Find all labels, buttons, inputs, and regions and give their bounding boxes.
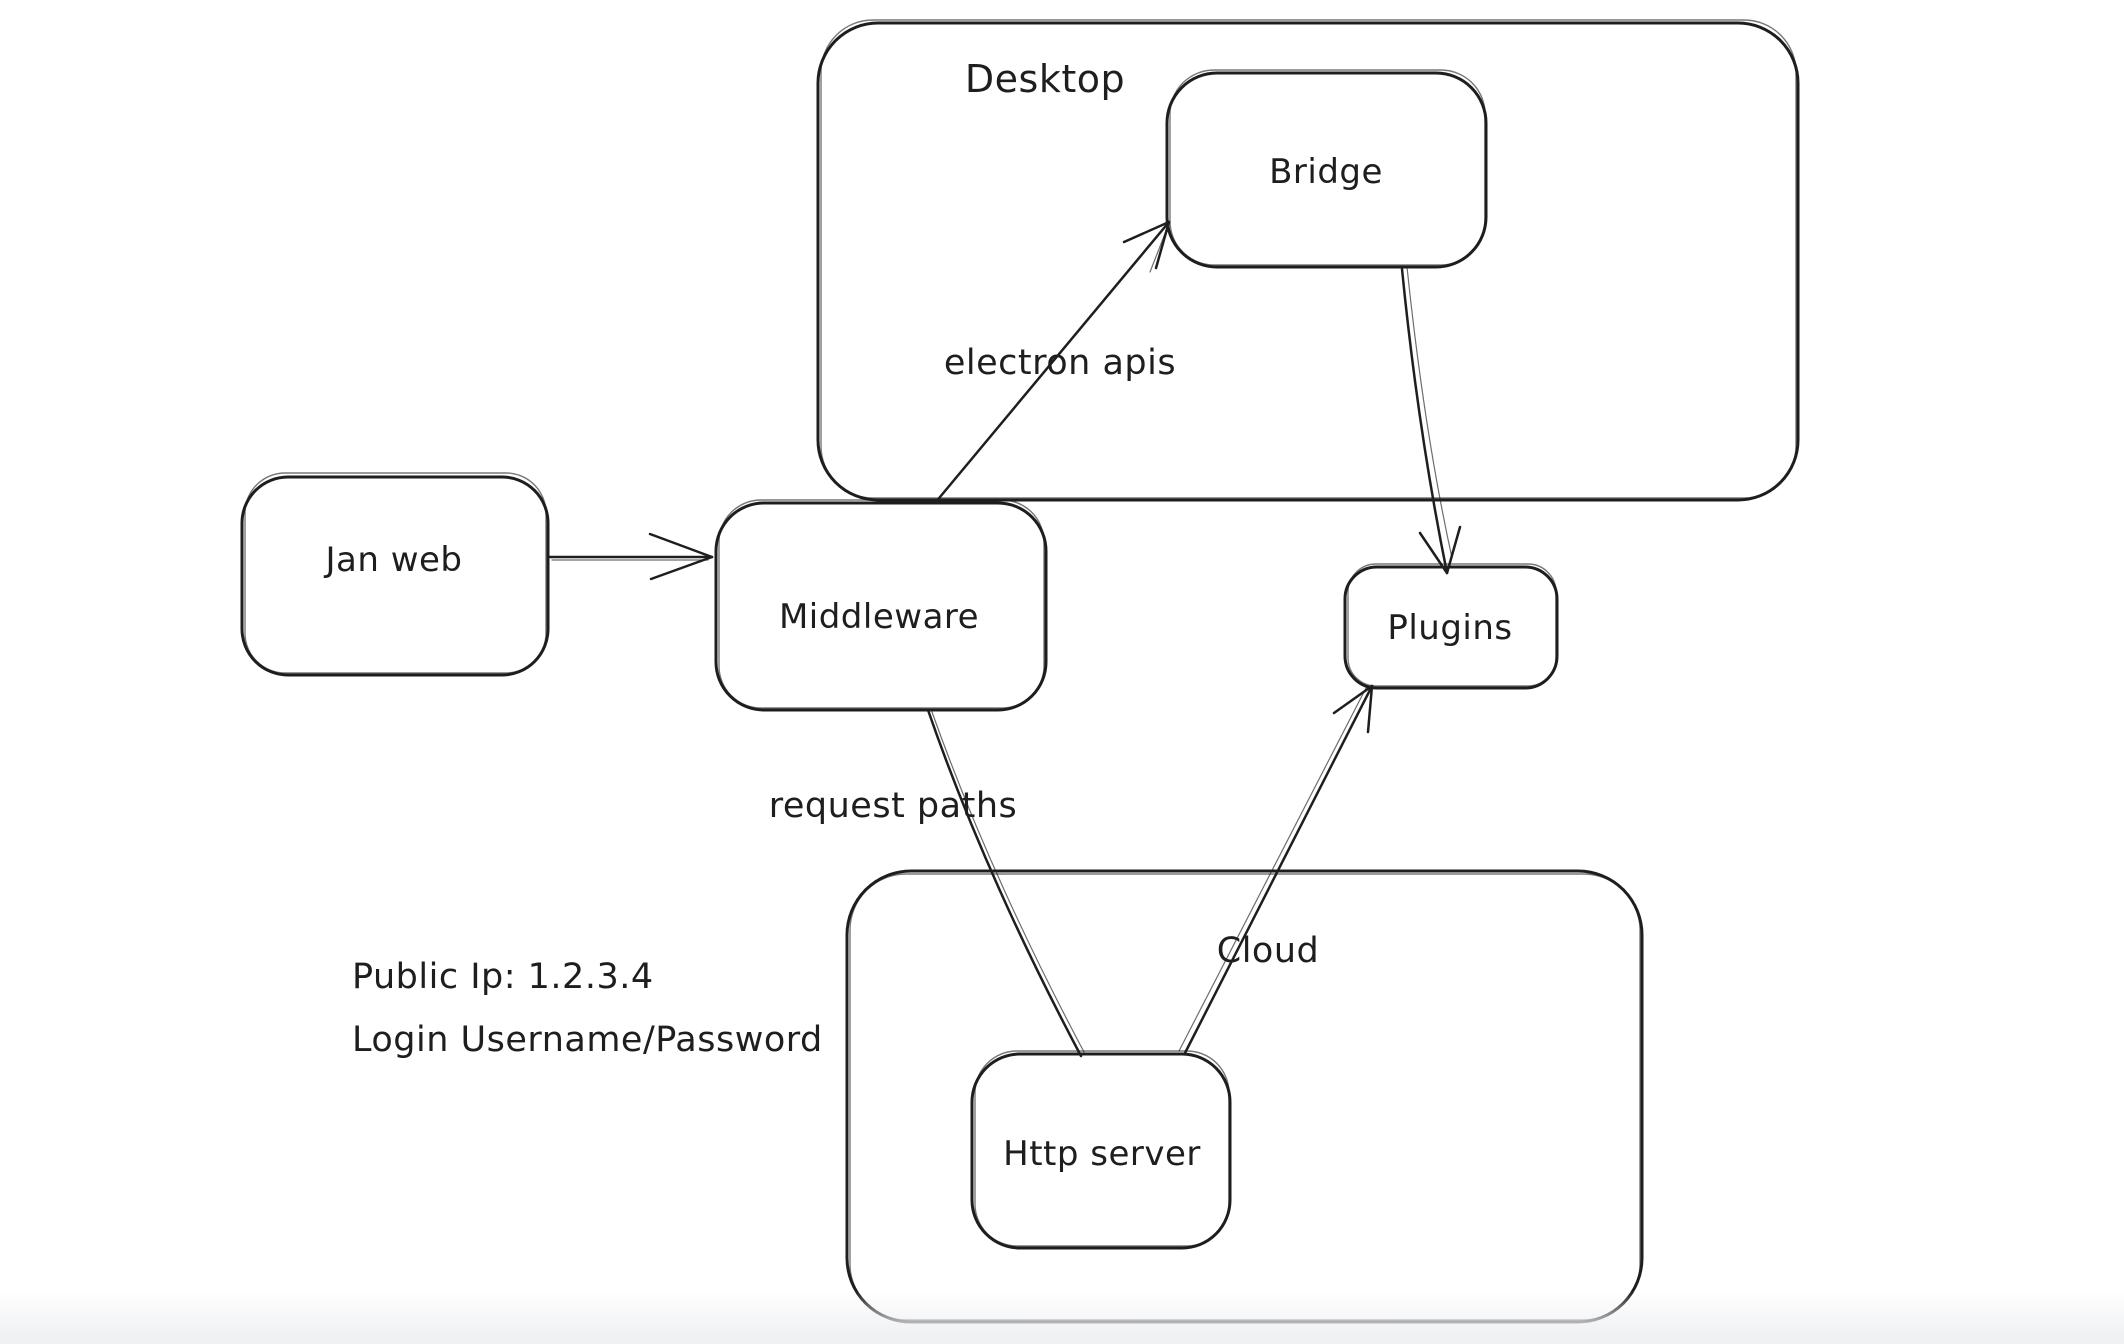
- desktop-group-box[interactable]: [816, 19, 1800, 502]
- edge-middleware-httpserver-line[interactable]: [926, 708, 1085, 1058]
- bottom-bar: [0, 1331, 2124, 1344]
- cloud-group-label[interactable]: Cloud: [1216, 931, 1320, 971]
- http-server-node-label[interactable]: Http server: [1003, 1134, 1201, 1174]
- edge-httpserver-plugins-arrow[interactable]: [1178, 684, 1374, 1055]
- jan-web-node-label[interactable]: Jan web: [325, 540, 463, 580]
- edge-bridge-plugins-arrow[interactable]: [1400, 266, 1462, 575]
- plugins-node-label[interactable]: Plugins: [1387, 608, 1513, 648]
- middleware-node-label[interactable]: Middleware: [778, 597, 980, 637]
- bridge-node-box[interactable]: [1165, 69, 1488, 269]
- plugins-node-box[interactable]: [1343, 563, 1559, 690]
- login-note-line: Login Username/Password: [352, 1020, 823, 1060]
- desktop-group-label[interactable]: Desktop: [964, 57, 1126, 101]
- credentials-note[interactable]: Public Ip: 1.2.3.4 Login Username/Passwo…: [352, 946, 823, 1072]
- edge-middleware-bridge-arrow[interactable]: [933, 220, 1171, 505]
- public-ip-note-line: Public Ip: 1.2.3.4: [352, 957, 654, 997]
- bridge-node-label[interactable]: Bridge: [1269, 152, 1383, 192]
- middleware-node-box[interactable]: [714, 499, 1048, 712]
- electron-apis-edge-label[interactable]: electron apis: [943, 343, 1177, 383]
- edge-janweb-middleware-arrow[interactable]: [546, 532, 714, 581]
- request-paths-edge-label[interactable]: request paths: [768, 786, 1018, 826]
- http-server-node-box[interactable]: [970, 1050, 1232, 1250]
- jan-web-node-box[interactable]: [240, 472, 550, 677]
